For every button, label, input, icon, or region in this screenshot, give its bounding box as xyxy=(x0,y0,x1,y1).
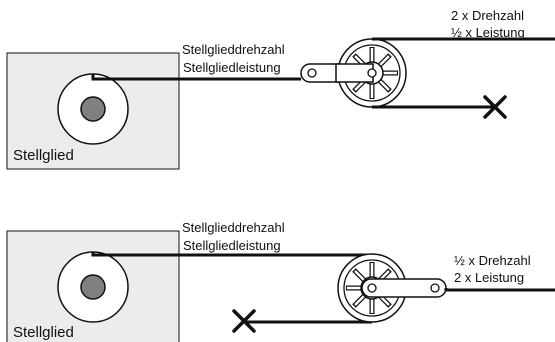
rope-input xyxy=(91,74,301,81)
input-speed-label: Stellglieddrehzahl xyxy=(182,42,285,57)
input-power-label: Stellgliedleistung xyxy=(183,60,281,75)
output-speed-label: 2 x Drehzahl xyxy=(451,8,524,23)
drum-icon xyxy=(57,251,129,323)
rope-output xyxy=(444,288,555,292)
output-power-label: 2 x Leistung xyxy=(454,270,524,285)
x-mark-icon xyxy=(232,309,256,333)
output-speed-label: ½ x Drehzahl xyxy=(454,253,531,268)
output-power-label: ½ x Leistung xyxy=(451,25,525,40)
panel-top: Stellglied xyxy=(6,8,555,170)
drum-icon xyxy=(57,73,129,145)
rope-input xyxy=(91,252,372,257)
actuator-label: Stellglied xyxy=(13,147,74,164)
actuator-label: Stellglied xyxy=(13,324,74,341)
pulley-wheel-icon xyxy=(337,253,447,323)
pulley-wheel-icon xyxy=(300,38,407,108)
input-power-label: Stellgliedleistung xyxy=(183,238,281,253)
x-mark-icon xyxy=(483,95,507,119)
panel-bottom: Stellglied xyxy=(6,220,555,342)
input-speed-label: Stellglieddrehzahl xyxy=(182,220,285,235)
